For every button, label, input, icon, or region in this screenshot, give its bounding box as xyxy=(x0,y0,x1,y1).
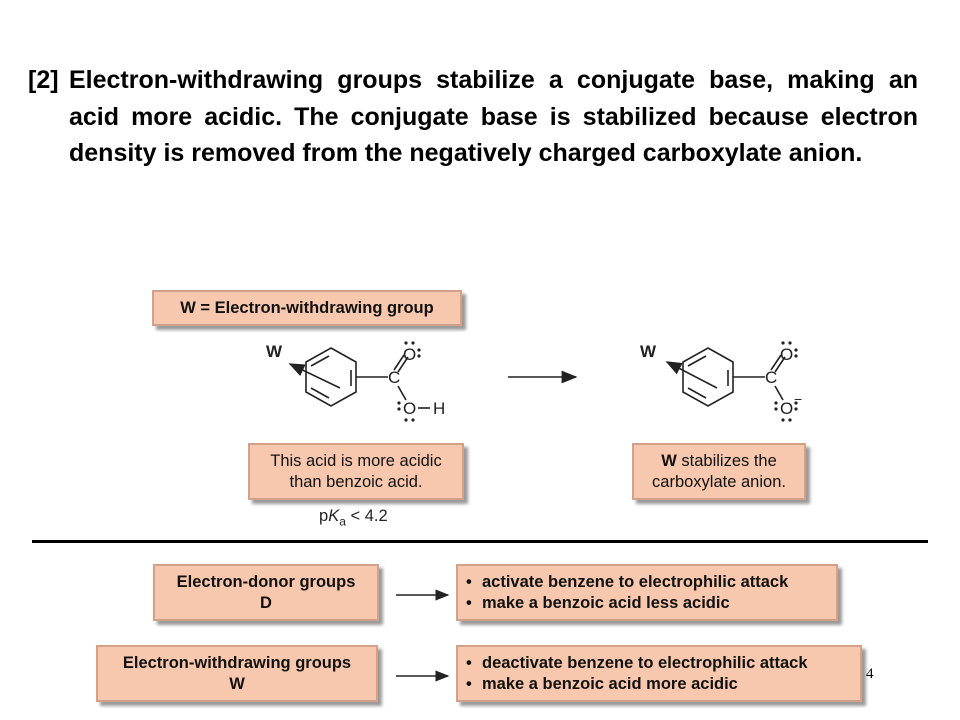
anion-note-rest: stabilizes the carboxylate anion. xyxy=(652,451,786,491)
w-label-right: W xyxy=(640,342,657,361)
pka-sub: a xyxy=(339,514,346,529)
page-number: 4 xyxy=(866,666,874,682)
paragraph-number: [2] xyxy=(28,66,59,94)
withdrawing-groups-symbol: W xyxy=(229,674,245,693)
w-label-left: W xyxy=(266,342,283,361)
benzene-ring-left xyxy=(305,347,357,407)
oxygen-bottom-left: O xyxy=(403,399,416,418)
withdraw-effect-more-acidic: make a benzoic acid more acidic xyxy=(466,674,808,695)
oxygen-top-right: O xyxy=(780,345,793,364)
lone-pairs-left xyxy=(397,341,421,422)
hydrogen-label: H xyxy=(433,399,445,418)
acid-note-box: This acid is more acidic than benzoic ac… xyxy=(248,443,464,500)
benzene-ring-right xyxy=(682,347,734,407)
benzoic-acid-structure xyxy=(288,347,430,409)
donor-groups-symbol: D xyxy=(260,593,272,612)
lone-pairs-right xyxy=(774,341,798,422)
acid-note-text: This acid is more acidic than benzoic ac… xyxy=(270,451,442,491)
pka-k: K xyxy=(328,507,340,525)
donor-groups-title: Electron-donor groups xyxy=(176,572,356,591)
pka-rest: < 4.2 xyxy=(345,507,388,525)
oxygen-bottom-right: O xyxy=(780,399,793,418)
oxygen-top-left: O xyxy=(403,345,416,364)
carboxylate-anion-structure xyxy=(665,347,786,407)
carbon-label-left: C xyxy=(388,368,400,387)
w-definition-text: W = Electron-withdrawing group xyxy=(180,298,434,317)
withdrawing-groups-title: Electron-withdrawing groups xyxy=(122,653,352,672)
negative-charge: − xyxy=(794,391,802,407)
donor-groups-box: Electron-donor groups D xyxy=(153,564,379,621)
anion-note-w: W xyxy=(661,451,677,470)
donor-effect-less-acidic: make a benzoic acid less acidic xyxy=(466,593,788,614)
explanation-paragraph: [2] Electron-withdrawing groups stabiliz… xyxy=(28,62,918,172)
carbon-label-right: C xyxy=(765,368,777,387)
withdrawing-effects-box: deactivate benzene to electrophilic atta… xyxy=(456,645,862,702)
donor-effect-activate: activate benzene to electrophilic attack xyxy=(466,572,788,593)
anion-note-text: W stabilizes the carboxylate anion. xyxy=(644,451,794,493)
anion-note-box: W stabilizes the carboxylate anion. xyxy=(632,443,806,500)
paragraph-text: Electron-withdrawing groups stabilize a … xyxy=(69,66,918,167)
withdrawing-groups-box: Electron-withdrawing groups W xyxy=(96,645,378,702)
donor-effects-box: activate benzene to electrophilic attack… xyxy=(456,564,838,621)
w-arrow-right xyxy=(665,361,718,389)
pka-label: pKa < 4.2 xyxy=(319,507,388,528)
withdraw-effect-deactivate: deactivate benzene to electrophilic atta… xyxy=(466,653,808,674)
w-arrow-left xyxy=(288,363,341,389)
pka-p: p xyxy=(319,507,329,525)
section-divider xyxy=(32,540,928,543)
w-definition-box: W = Electron-withdrawing group xyxy=(152,290,462,326)
